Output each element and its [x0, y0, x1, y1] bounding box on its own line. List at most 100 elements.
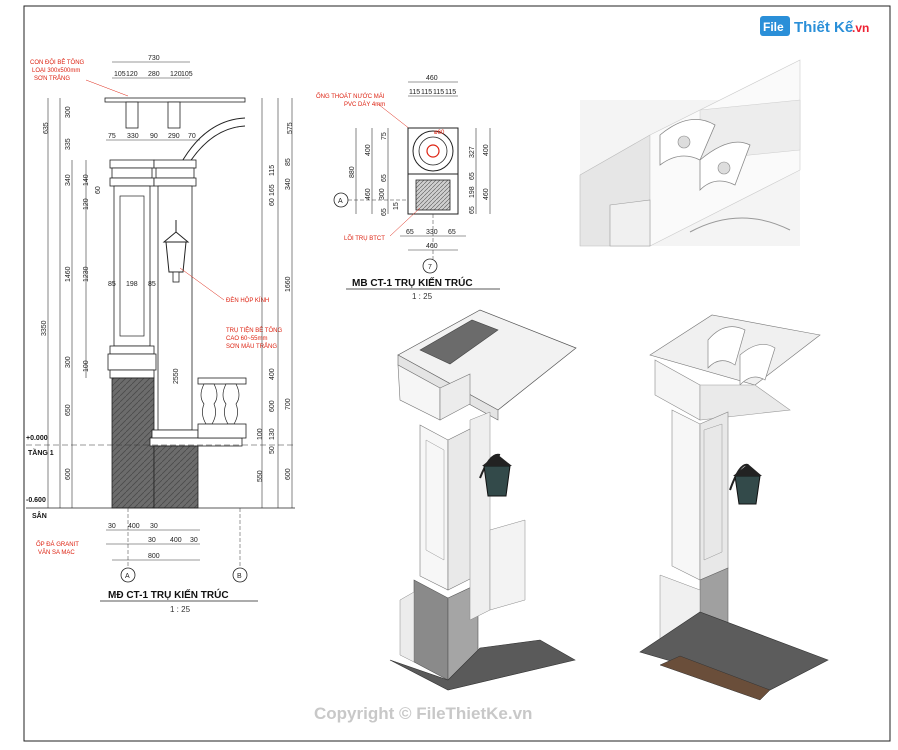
- render-pillar-back: [639, 314, 829, 701]
- elevation-scale: 1 : 25: [170, 605, 191, 614]
- lamp-render-1-icon: [479, 453, 512, 497]
- note-post-3: SƠN MÀU TRẮNG: [226, 342, 277, 350]
- plan-dim-460-top: 460: [426, 75, 438, 82]
- dim-r-60: 60: [269, 198, 276, 206]
- plan-dim-115c: 115: [433, 89, 444, 96]
- level-0: +0.000: [26, 435, 48, 442]
- note-post-1: TRỤ TIỆN BÊ TÔNG: [226, 326, 282, 334]
- dim-b-400b: 400: [170, 537, 182, 544]
- axis-a-label: A: [125, 573, 130, 580]
- dim-r-340: 340: [285, 178, 292, 190]
- elevation-title: MĐ CT-1 TRỤ KIẾN TRÚC: [108, 588, 229, 601]
- dim-l-3350: 3350: [41, 320, 48, 336]
- dim-730: 730: [148, 55, 160, 62]
- plan-dim-115d: 115: [445, 89, 456, 96]
- plan-dim-r-65b: 65: [469, 206, 476, 214]
- note-drain-2: PVC DÀY 4mm: [344, 101, 385, 108]
- dim-75: 75: [108, 133, 116, 140]
- sheet-border: [23, 5, 891, 742]
- dim-70: 70: [188, 133, 196, 140]
- dim-198: 198: [126, 281, 138, 288]
- elevation-drawing: 730 105 120 280 120 105 75 330 90 290 70…: [26, 55, 295, 614]
- dim-90: 90: [150, 133, 158, 140]
- plan-dim-l-460: 460: [365, 188, 372, 200]
- dim-r-700: 700: [285, 398, 292, 410]
- dim-l-100: 100: [83, 360, 90, 372]
- dim-r-50: 50: [269, 446, 276, 454]
- plan-dim-r-400: 400: [483, 144, 490, 156]
- dim-l-600: 600: [65, 468, 72, 480]
- plan-dim-r-327: 327: [469, 146, 476, 158]
- render-pillar-front: [389, 309, 577, 691]
- plan-dim-l-400: 400: [365, 144, 372, 156]
- dim-r-600: 600: [269, 400, 276, 412]
- dim-b-30a: 30: [108, 523, 116, 530]
- baluster-2: [222, 383, 240, 425]
- note-core: LÕI TRỤ BTCT: [344, 235, 385, 242]
- plan-dim-l-15: 15: [393, 202, 400, 210]
- dim-2550: 2550: [173, 368, 180, 384]
- axis-b-label: B: [237, 573, 242, 580]
- dim-r-1660: 1660: [285, 276, 292, 292]
- baluster-1: [200, 383, 218, 425]
- dim-105a: 105: [114, 71, 126, 78]
- note-granite-1: ỐP ĐÁ GRANIT: [36, 541, 79, 548]
- dim-r-130: 130: [269, 428, 276, 440]
- dim-r-100: 100: [257, 428, 264, 440]
- plan-dim-r-460: 460: [483, 188, 490, 200]
- dim-85b: 85: [148, 281, 156, 288]
- level-1-name: SÂN: [32, 511, 47, 520]
- plan-scale: 1 : 25: [412, 292, 433, 301]
- dim-r-115: 115: [269, 165, 276, 176]
- dim-b-30c: 30: [148, 537, 156, 544]
- dim-l-60: 60: [95, 186, 102, 194]
- dim-r-400: 400: [269, 368, 276, 380]
- plan-title: MB CT-1 TRỤ KIẾN TRÚC: [352, 276, 473, 289]
- dim-b-400a: 400: [128, 523, 140, 530]
- dim-l-1230: 1230: [83, 266, 90, 282]
- plan-dim-b-330: 330: [426, 229, 438, 236]
- plan-pipe-dim: ø60: [434, 130, 445, 136]
- dim-l-1460: 1460: [65, 266, 72, 282]
- dim-l-120: 120: [83, 198, 90, 210]
- plan-dim-r-198: 198: [469, 186, 476, 198]
- plan-axis-a: A: [338, 198, 343, 205]
- dim-r-85: 85: [285, 158, 292, 166]
- dim-l-300: 300: [65, 106, 72, 118]
- plan-dim-l-75: 75: [381, 132, 388, 140]
- level-0-name: TẦNG 1: [28, 447, 54, 457]
- dim-l-335: 335: [65, 138, 72, 150]
- dim-280: 280: [148, 71, 160, 78]
- plan-dim-b-65b: 65: [448, 229, 456, 236]
- dim-290: 290: [168, 133, 180, 140]
- dim-r-550: 550: [257, 470, 264, 482]
- dim-r-575: 575: [287, 122, 294, 134]
- dim-85a: 85: [108, 281, 116, 288]
- plan-drawing: 460 115 115 115 115 ỐNG THOÁT NƯỚC MÁI P…: [316, 75, 500, 301]
- plan-dim-l-65: 65: [381, 174, 388, 182]
- note-cornice-1: CON ĐỘI BÊ TÔNG: [30, 58, 85, 66]
- dim-l-340: 340: [65, 174, 72, 186]
- level-1: -0.600: [26, 497, 46, 504]
- watermark: Copyright © FileThietKe.vn: [314, 704, 532, 723]
- dim-r-165: 165: [269, 184, 276, 196]
- dim-l-635: 635: [43, 122, 50, 134]
- note-cornice-3: SƠN TRẮNG: [34, 74, 70, 82]
- lamp-render-2-icon: [729, 463, 762, 505]
- note-drain-1: ỐNG THOÁT NƯỚC MÁI: [316, 93, 385, 100]
- render-cornice-detail: [579, 59, 801, 247]
- dim-120b: 120: [170, 71, 182, 78]
- dim-b-800: 800: [148, 553, 160, 560]
- logo-file-text: File: [763, 20, 784, 34]
- note-granite-2: VÂN SA MẠC: [38, 549, 75, 556]
- plan-dim-b-65a: 65: [406, 229, 414, 236]
- plan-dim-r-65: 65: [469, 172, 476, 180]
- dim-330: 330: [127, 133, 139, 140]
- note-lamp: ĐÈN HỘP KÍNH: [226, 297, 269, 304]
- dim-105b: 105: [181, 71, 193, 78]
- logo-domain-text: .vn: [852, 21, 869, 35]
- dim-l-140: 140: [83, 174, 90, 186]
- plan-dim-l-65b: 65: [381, 208, 388, 216]
- dim-120a: 120: [126, 71, 138, 78]
